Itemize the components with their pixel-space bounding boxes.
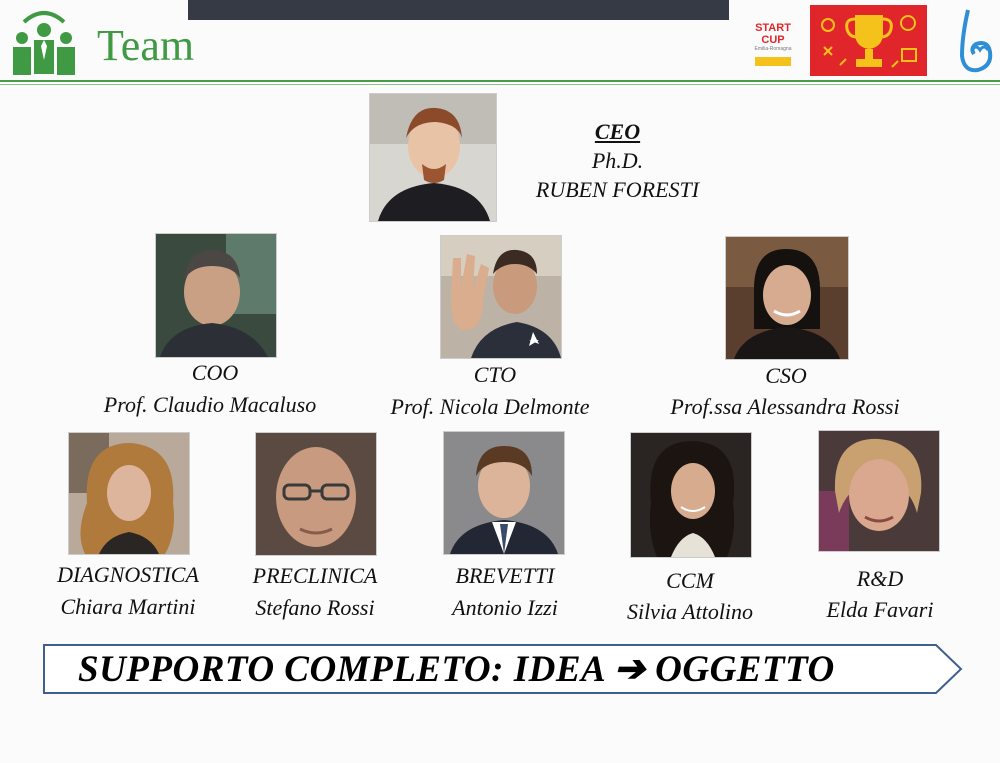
coo-photo (155, 233, 277, 358)
brevetti-photo (443, 431, 565, 555)
support-banner-arrow (43, 644, 963, 694)
ceo-name: RUBEN FORESTI (535, 177, 700, 202)
top-dark-bar (188, 0, 729, 20)
ceo-degree: Ph.D. (591, 148, 644, 173)
rd-name: Elda Favari (826, 597, 934, 622)
preclinica-name: Stefano Rossi (255, 595, 375, 620)
ccm-name: Silvia Attolino (626, 599, 754, 624)
diagnostica-role: DIAGNOSTICA (57, 562, 199, 587)
brand-mark-icon (948, 6, 998, 76)
brevetti-name: Antonio Izzi (452, 595, 558, 620)
cso-photo (725, 236, 849, 360)
cto-role: CTO (473, 362, 517, 387)
team-icon (10, 8, 78, 78)
preclinica-photo (255, 432, 377, 556)
ccm-photo (630, 432, 752, 558)
start-cup-logo-badge (755, 57, 791, 66)
preclinica-role: PRECLINICA (252, 563, 378, 588)
page-title: Team (97, 21, 195, 70)
cto-name: Prof. Nicola Delmonte (390, 394, 590, 419)
header-divider-thin (0, 84, 1000, 85)
start-cup-logo-subtext: Emilia-Romagna (754, 46, 792, 52)
trophy-icon (810, 5, 927, 76)
ccm-role: CCM (666, 568, 714, 593)
brevetti-role: BREVETTI (455, 563, 555, 588)
coo-name: Prof. Claudio Macaluso (103, 392, 317, 417)
start-cup-logo-text: START CUP (755, 22, 791, 46)
diagnostica-name: Chiara Martini (60, 594, 196, 619)
ceo-caption: CEO Ph.D. RUBEN FORESTI (505, 117, 730, 204)
ceo-role: CEO (594, 119, 641, 144)
ceo-photo (369, 93, 497, 222)
cso-role: CSO (765, 363, 807, 388)
rd-role: R&D (856, 566, 904, 591)
support-banner-text: SUPPORTO COMPLETO: IDEA ➔ OGGETTO (78, 649, 835, 690)
diagnostica-photo (68, 432, 190, 555)
cso-name: Prof.ssa Alessandra Rossi (670, 394, 900, 419)
rd-photo (818, 430, 940, 552)
header-divider (0, 80, 1000, 82)
start-cup-logo: START CUP Emilia-Romagna (744, 6, 802, 66)
coo-role: COO (191, 360, 239, 385)
cto-photo (440, 235, 562, 359)
